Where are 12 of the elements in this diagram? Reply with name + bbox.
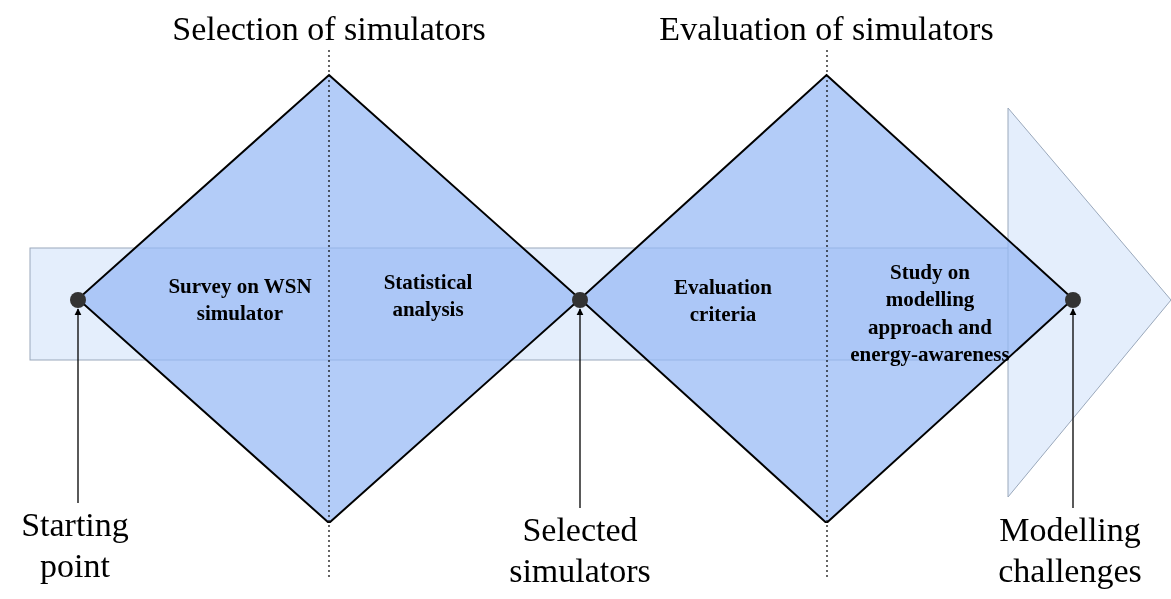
step-text: Study on modelling approach and energy-awareness <box>850 259 1010 369</box>
leader-arrow <box>576 308 584 509</box>
step-text: Evaluation criteria <box>648 273 798 329</box>
phase-heading: Evaluation of simulators <box>659 10 994 48</box>
leader-arrow <box>74 308 82 504</box>
phase-heading: Selection of simulators <box>172 10 486 48</box>
milestone-label: Selected simulators <box>480 510 680 592</box>
leader-arrow <box>1069 308 1077 509</box>
step-text: Statistical analysis <box>353 268 503 324</box>
milestone-label: Starting point <box>0 505 155 587</box>
milestone-label: Modelling challenges <box>970 510 1170 592</box>
step-text: Survey on WSN simulator <box>165 272 315 328</box>
